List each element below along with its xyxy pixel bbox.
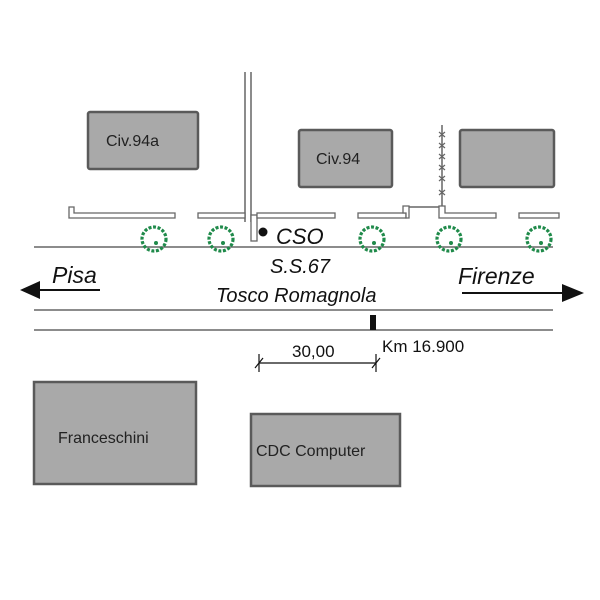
building-franceschini-label: Franceschini [58,430,149,447]
distance-dimension: 30,00 [254,342,381,372]
direction-firenze: Firenze [458,263,584,302]
building-cdc-computer-label: CDC Computer [256,443,366,460]
km-label: Km 16.900 [382,337,464,356]
main-road [34,246,553,331]
direction-pisa: Pisa [20,262,100,299]
km-marker-icon [370,315,376,330]
walls [68,205,560,219]
tree-icon [435,225,463,253]
pisa-label: Pisa [52,262,97,288]
tree-icon [525,225,553,253]
side-road [244,72,258,242]
building-civ94: Civ.94 [297,128,394,189]
tree-icon [140,225,168,253]
cso-label: CSO [276,224,324,249]
tree-icon [358,225,386,253]
building-civ94-label: Civ.94 [316,151,360,168]
trees [140,225,553,253]
fence [438,125,446,206]
building-unlabeled [458,128,556,189]
cso-point-icon [258,227,268,237]
building-cdc-computer: CDC Computer [249,412,402,488]
arrow-left-icon [20,281,40,299]
arrow-right-icon [562,284,584,302]
building-civ94a: Civ.94a [86,110,200,171]
distance-label: 30,00 [292,342,335,361]
building-civ94a-label: Civ.94a [106,133,159,150]
building-franceschini: Franceschini [32,380,198,486]
road-name: Tosco Romagnola [216,285,376,307]
tree-icon [207,225,235,253]
road-code: S.S.67 [270,256,331,278]
firenze-label: Firenze [458,263,535,289]
